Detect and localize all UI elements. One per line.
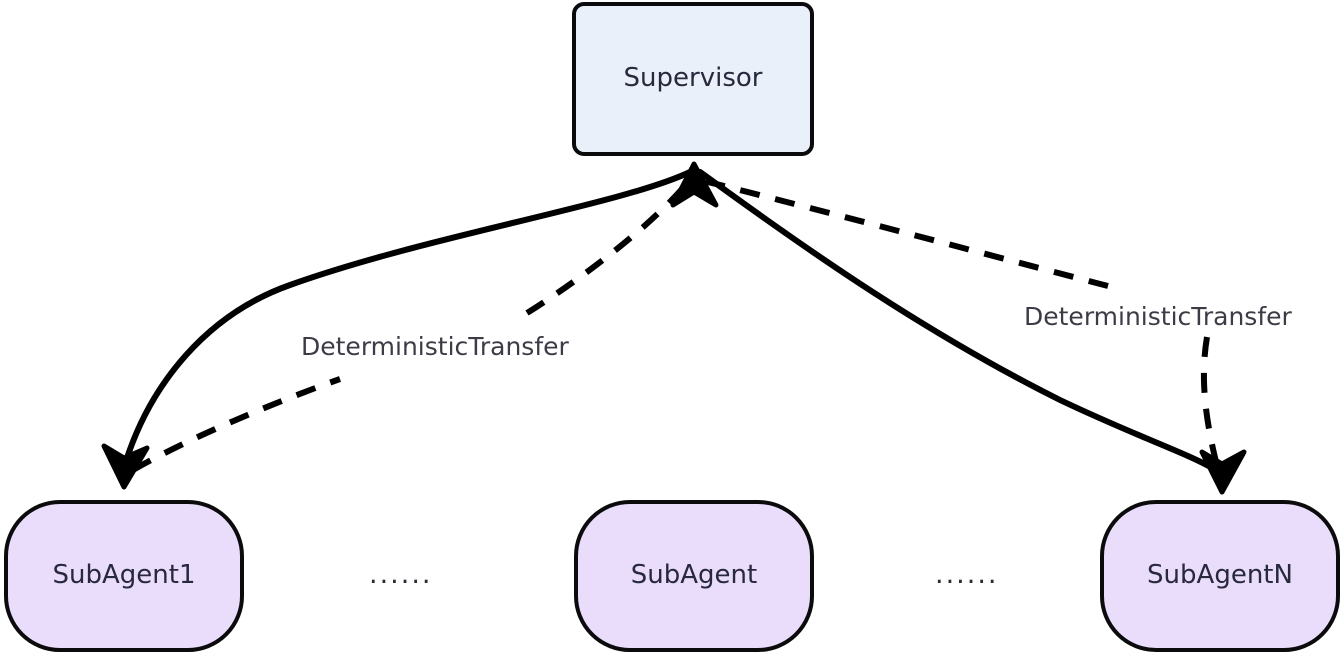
edge-subagent1-to-supervisor [131, 376, 342, 473]
ellipsis-right: ...... [935, 559, 999, 590]
node-subagent-label: SubAgent [630, 560, 758, 591]
node-subagent1[interactable]: SubAgent1 [4, 500, 244, 652]
edge-subagentN-to-supervisor-upper [699, 177, 1109, 289]
edge-supervisor-to-subagent1 [125, 169, 693, 458]
edge-supervisor-to-subagentN [697, 169, 1219, 473]
node-supervisor[interactable]: Supervisor [572, 2, 814, 156]
node-supervisor-label: Supervisor [623, 63, 763, 94]
edge-subagent1-to-supervisor-upper [525, 180, 691, 316]
edge-supervisor-to-subagent1-arrowhead [101, 443, 150, 490]
edge-subagentN-to-supervisor-lower [1200, 336, 1221, 471]
node-subagentn-label: SubAgentN [1147, 560, 1293, 591]
edge-label-right: DeterministicTransfer [1024, 302, 1292, 331]
node-subagentn[interactable]: SubAgentN [1100, 500, 1340, 652]
node-subagent1-label: SubAgent1 [52, 560, 196, 591]
edge-label-left: DeterministicTransfer [301, 332, 569, 361]
supervisor-inbound-arrowhead [670, 161, 719, 208]
edge-supervisor-to-subagentN-arrowhead [1199, 449, 1247, 495]
ellipsis-left: ...... [369, 559, 433, 590]
node-subagent[interactable]: SubAgent [574, 500, 814, 652]
